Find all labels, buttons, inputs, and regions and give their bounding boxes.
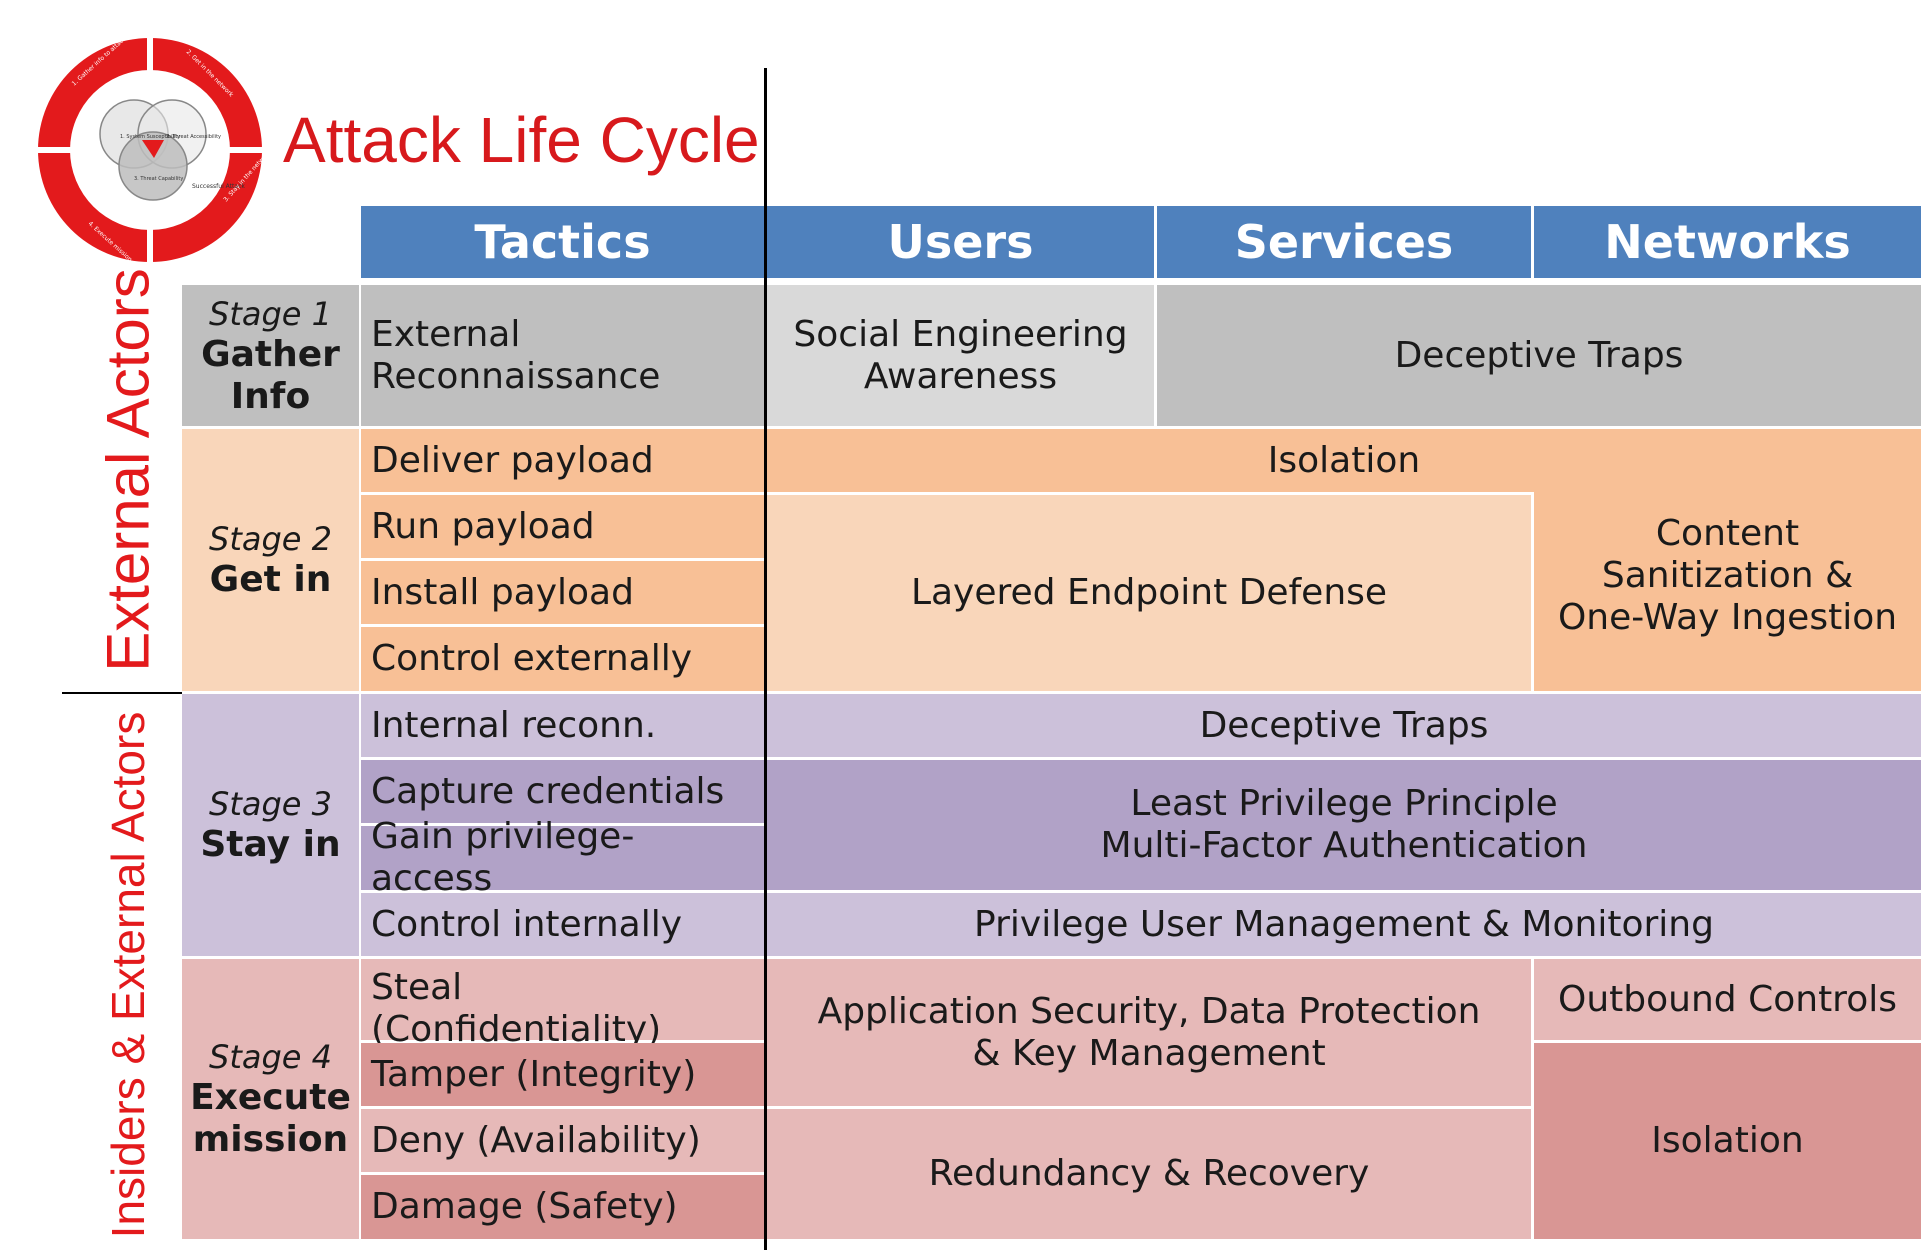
external-actors-label: External Actors	[94, 268, 162, 672]
tactic-deny: Deny (Availability)	[361, 1109, 764, 1172]
stage-2: Stage 2 Get in	[182, 429, 359, 691]
tactic-tamper: Tamper (Integrity)	[361, 1043, 764, 1106]
stage-4: Stage 4 Execute mission	[182, 959, 359, 1239]
venn-label: Successful Attack	[192, 183, 245, 190]
actor-divider	[62, 692, 182, 694]
control-privilege-user-management: Privilege User Management & Monitoring	[767, 893, 1921, 956]
control-layered-endpoint-defense: Layered Endpoint Defense	[767, 495, 1531, 691]
column-header-networks: Networks	[1534, 206, 1921, 278]
tactic-run-payload: Run payload	[361, 495, 764, 558]
logo: 1. System Susceptibility 2. Threat Acces…	[30, 30, 272, 270]
venn-label: 1. System Susceptibility	[120, 134, 180, 140]
tactic-control-internally: Control internally	[361, 893, 764, 956]
stage-name: Stay in	[200, 824, 341, 865]
control-application-security: Application Security, Data Protection & …	[767, 959, 1531, 1106]
stage-name: Get in	[209, 559, 332, 600]
tactic-gain-privilege-access: Gain privilege-access	[361, 816, 764, 899]
control-outbound-controls: Outbound Controls	[1534, 959, 1921, 1040]
stage-name: Execute mission	[190, 1077, 351, 1160]
control-content-sanitization: Content Sanitization & One-Way Ingestion	[1534, 460, 1921, 691]
control-isolation-2: Isolation	[1534, 1043, 1921, 1239]
control-social-engineering: Social Engineering Awareness	[767, 285, 1154, 426]
tactic-damage: Damage (Safety)	[361, 1175, 764, 1239]
stage-label: Stage 2	[209, 520, 332, 558]
insiders-external-actors-label: Insiders & External Actors	[102, 711, 154, 1239]
tactic-external-reconnaissance: External Reconnaissance	[361, 285, 764, 426]
stage-label: Stage 3	[209, 785, 332, 823]
stage-name: Gather Info	[201, 333, 340, 417]
tactic-capture-credentials: Capture credentials	[361, 760, 764, 823]
tactic-internal-reconn: Internal reconn.	[361, 694, 764, 757]
tactic-control-externally: Control externally	[361, 627, 764, 691]
control-redundancy-recovery: Redundancy & Recovery	[767, 1109, 1531, 1239]
tactic-install-payload: Install payload	[361, 561, 764, 624]
tactics-divider-line	[764, 68, 767, 1250]
stage-label: Stage 4	[209, 1038, 332, 1076]
column-header-tactics: Tactics	[361, 206, 764, 278]
venn-label: 3. Threat Capability	[134, 176, 183, 182]
attack-cycle-logo-icon: 1. System Susceptibility 2. Threat Acces…	[36, 35, 272, 264]
column-header-services: Services	[1157, 206, 1531, 278]
control-deceptive-traps-2: Deceptive Traps	[767, 694, 1921, 757]
tactic-deliver-payload: Deliver payload	[361, 429, 764, 492]
column-header-users: Users	[767, 206, 1154, 278]
venn-label: 2. Threat Accessibility	[166, 134, 221, 140]
stage-1: Stage 1 Gather Info	[182, 285, 359, 426]
stage-label: Stage 1	[209, 294, 332, 333]
control-deceptive-traps-1: Deceptive Traps	[1157, 285, 1921, 426]
stage-3: Stage 3 Stay in	[182, 694, 359, 956]
control-least-privilege-mfa: Least Privilege Principle Multi-Factor A…	[767, 760, 1921, 890]
tactic-steal: Steal (Confidentiality)	[361, 959, 764, 1050]
page-title: Attack Life Cycle	[283, 104, 760, 176]
